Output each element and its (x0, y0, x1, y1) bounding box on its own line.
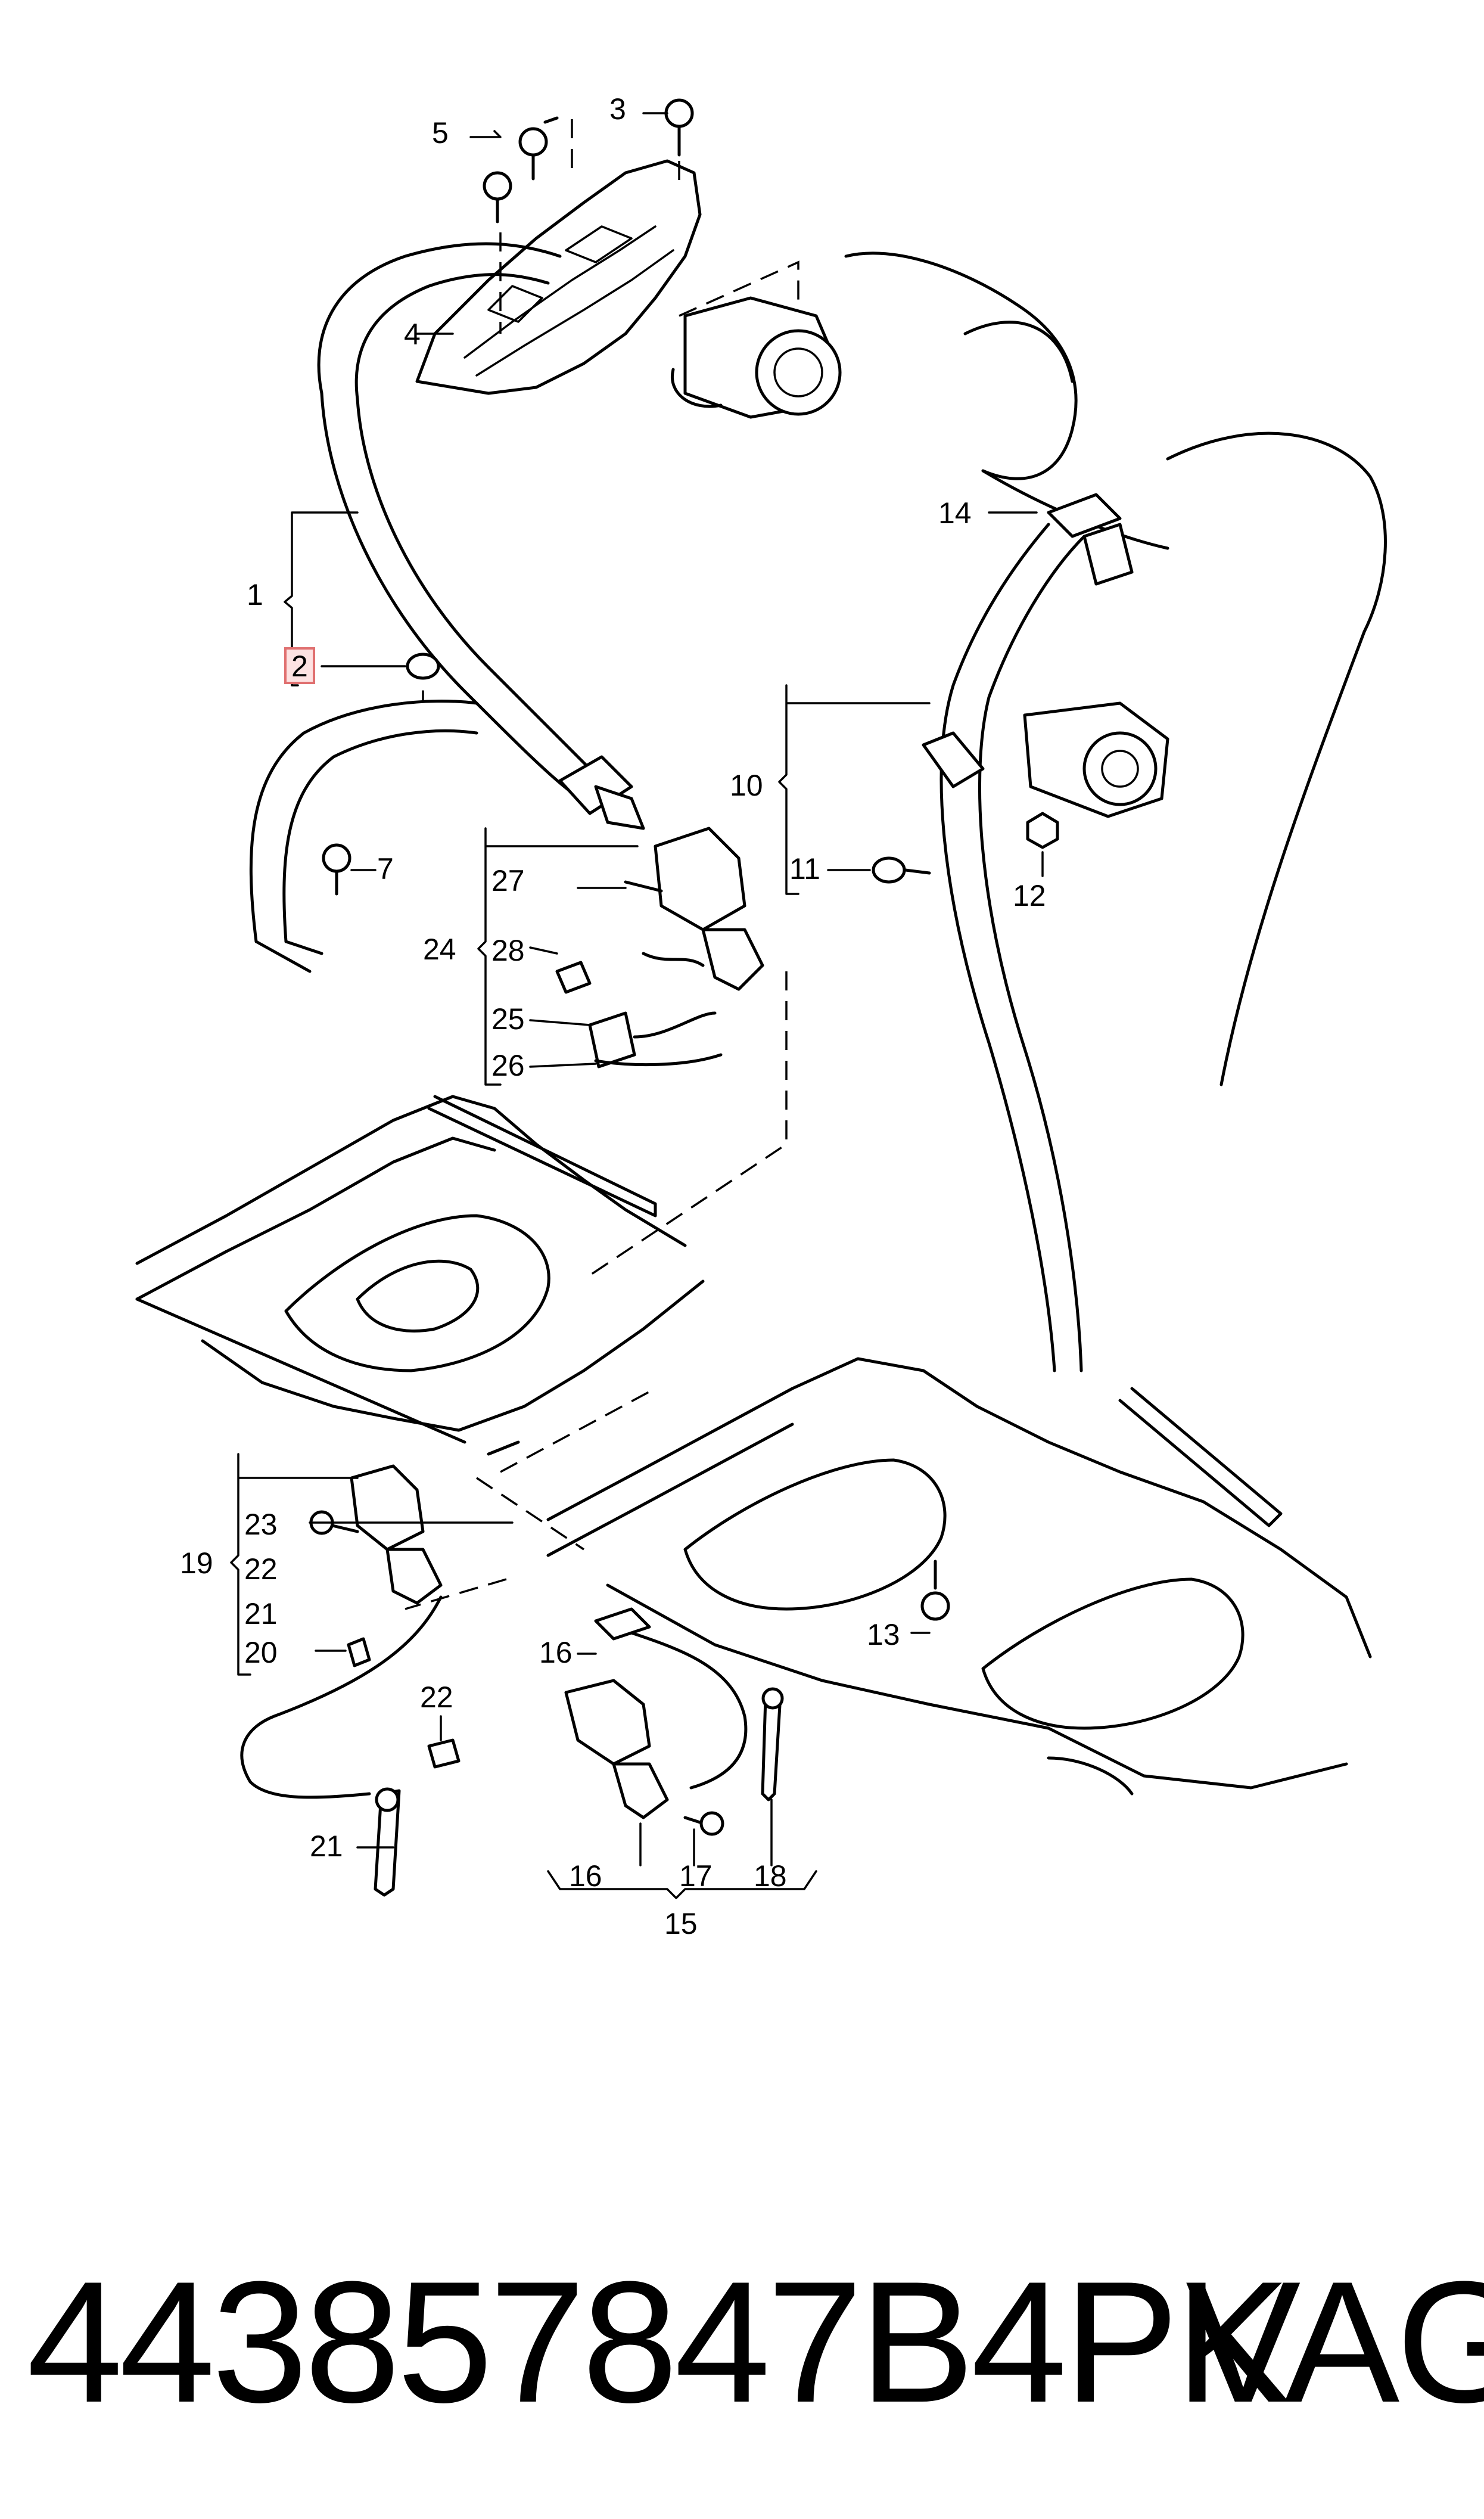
left-seat-frame (135, 1095, 705, 1456)
bolt-3 (664, 98, 694, 157)
callout-12: 12 (1013, 879, 1046, 912)
callout-14: 14 (938, 496, 972, 530)
callout-7: 7 (377, 852, 394, 886)
tongue-right (922, 731, 985, 788)
cap-11 (872, 856, 931, 884)
callout-2-highlight (284, 647, 315, 684)
callout-24: 24 (423, 933, 456, 966)
callout-labels: 5 3 4 14 1 2 7 10 11 12 24 27 28 25 26 1… (180, 92, 1046, 1940)
callout-15: 15 (664, 1907, 698, 1940)
callout-5: 5 (432, 116, 449, 150)
bolt-13 (920, 1560, 950, 1621)
nut-12 (1026, 812, 1059, 849)
right-seat-frame (546, 1357, 1372, 1796)
buckle-assembly-15 (564, 1607, 784, 1836)
bolt-5-upper (518, 116, 559, 181)
bracket-dash-line (499, 119, 680, 334)
buckle-assembly-24 (555, 827, 764, 1069)
callout-11: 11 (789, 852, 820, 886)
callout-1: 1 (247, 578, 263, 611)
callout-19: 19 (180, 1546, 213, 1580)
callout-22a: 22 (244, 1552, 278, 1586)
callout-18: 18 (754, 1859, 787, 1893)
guide-14 (1047, 493, 1134, 586)
belt-webbing-right (939, 523, 1086, 1372)
brand-name: VAG (1186, 2245, 1484, 2439)
buckle-assembly-19 (240, 1464, 461, 1897)
leader-lines (230, 112, 1044, 1899)
callout-27: 27 (491, 864, 525, 897)
callout-23: 23 (244, 1508, 278, 1541)
callout-16a: 16 (539, 1636, 573, 1669)
callout-22b: 22 (420, 1681, 453, 1714)
bolt-7 (322, 843, 351, 896)
cap-2 (406, 653, 440, 701)
callout-20: 20 (244, 1636, 278, 1669)
callout-28: 28 (491, 934, 525, 967)
callout-2: 2 (291, 650, 308, 683)
belt-webbing-left (317, 242, 598, 794)
top-retractor (671, 260, 842, 419)
retractor-right (1023, 701, 1169, 818)
callout-10: 10 (730, 769, 763, 802)
part-number: 443857847B4PK (27, 2245, 1290, 2439)
loop-strap (249, 700, 478, 973)
callout-25: 25 (491, 1002, 525, 1036)
callout-21b: 21 (310, 1830, 343, 1863)
callout-26: 26 (491, 1049, 525, 1082)
callout-17: 17 (679, 1859, 713, 1893)
belt-tongue-left (558, 755, 645, 830)
callout-13: 13 (867, 1618, 900, 1651)
upper-anchor-bracket (415, 159, 702, 395)
callout-4: 4 (404, 318, 421, 351)
headrest-outline (844, 251, 1387, 1086)
callout-16b: 16 (569, 1859, 602, 1893)
callout-21a: 21 (244, 1597, 278, 1630)
callout-3: 3 (609, 92, 626, 126)
bolt-5-lower (483, 171, 512, 223)
footer: 443857847B4PK VAG (0, 2253, 1484, 2431)
